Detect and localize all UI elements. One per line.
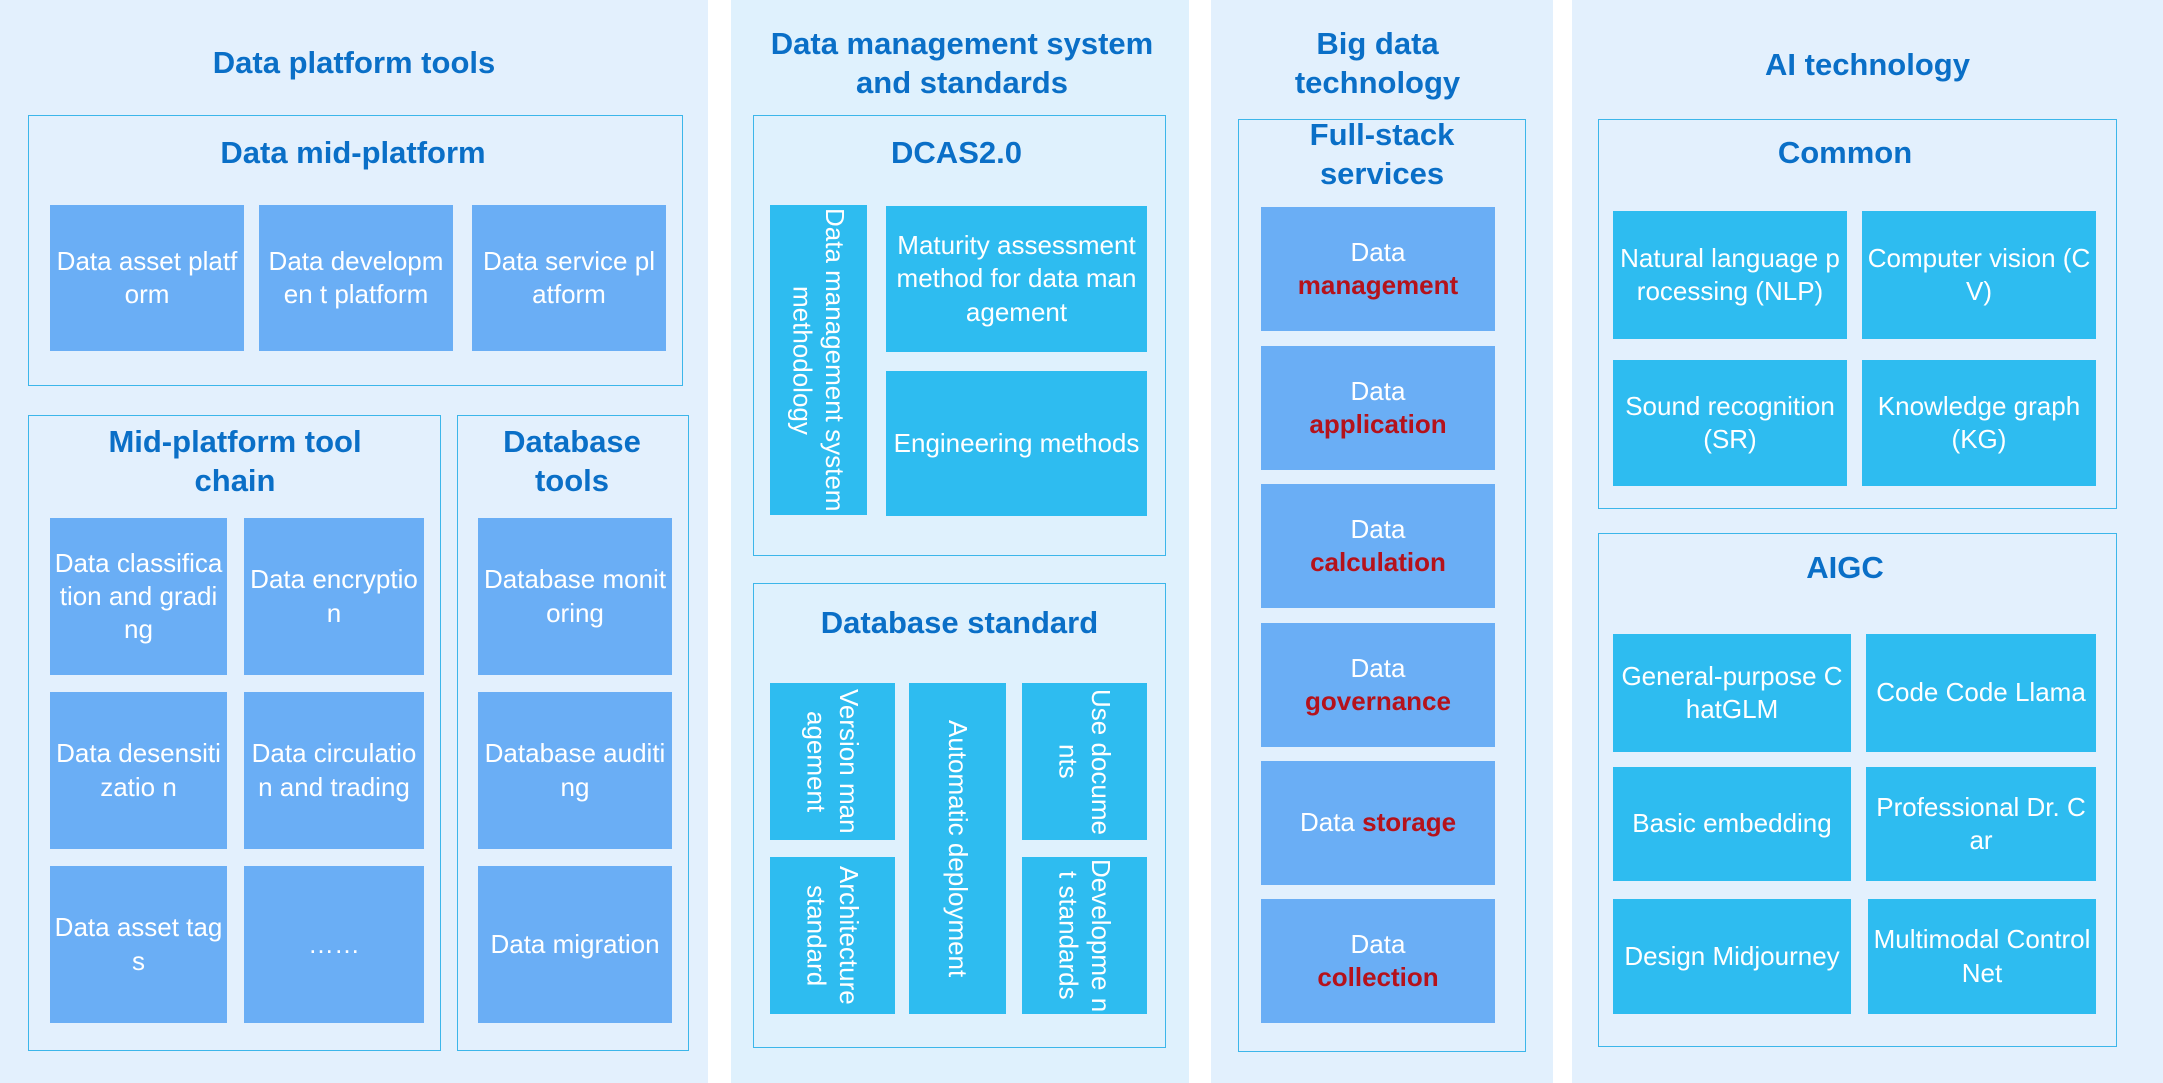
basic-embedding-box: Basic embedding (1613, 767, 1851, 881)
service-prefix: Data (1350, 652, 1406, 683)
architecture-standard-label: Architecture standard (801, 866, 865, 1005)
maturity-assessment-box: Maturity assessment method for data mana… (886, 206, 1147, 352)
nlp-box: Natural language processing (NLP) (1613, 211, 1847, 339)
service-highlight-calculation: calculation (1310, 547, 1446, 577)
code-llama-box: Code Code Llama (1866, 634, 2096, 752)
automatic-deployment-box: Automatic deployment (909, 683, 1006, 1014)
column-title-big-data: Big data technology (1294, 26, 1461, 100)
service-prefix: Data (1350, 928, 1406, 959)
aigc-frame (1598, 533, 2117, 1047)
database-monitoring-box: Database monitoring (478, 518, 672, 675)
development-standards-label: Developme nt standards (1053, 858, 1117, 1013)
service-highlight-governance: governance (1305, 686, 1451, 716)
sound-recognition-box: Sound recognition (SR) (1613, 360, 1847, 486)
data-storage-service-box: Data storage (1261, 761, 1495, 885)
data-desensitization-box: Data desensitizatio n (50, 692, 227, 849)
data-calculation-service-box: Data calculation (1261, 484, 1495, 608)
dcas-title: DCAS2.0 (891, 134, 1022, 170)
design-midjourney-box: Design Midjourney (1613, 899, 1851, 1014)
engineering-methods-box: Engineering methods (886, 371, 1147, 516)
architecture-standard-box: Architecture standard (770, 857, 895, 1014)
service-prefix: Data (1350, 513, 1406, 544)
data-development-platform-box: Data developmen t platform (259, 205, 453, 351)
professional-dr-car-box: Professional Dr. Car (1866, 767, 2096, 881)
mid-platform-tool-chain-frame (28, 415, 441, 1051)
data-mid-platform-frame (28, 115, 683, 386)
full-stack-frame (1238, 119, 1526, 1052)
column-title-data-management: Data management system and standards (770, 26, 1154, 100)
data-management-system-methodology-box: Data management system methodology (770, 205, 867, 515)
data-service-platform-box: Data service platform (472, 205, 666, 351)
data-circulation-box: Data circulation and trading (244, 692, 424, 849)
column-title-ai: AI technology (1765, 46, 1970, 82)
service-prefix: Data (1299, 807, 1355, 838)
data-classification-box: Data classification and grading (50, 518, 227, 675)
general-purpose-chatglm-box: General-purpose ChatGLM (1613, 634, 1851, 752)
full-stack-title: Full-stack services (1309, 117, 1455, 191)
database-tools-title: Database tools (503, 424, 641, 498)
service-prefix: Data (1350, 236, 1406, 267)
service-highlight-collection: collection (1317, 962, 1439, 992)
version-management-label: Version management (801, 689, 865, 834)
data-management-service-box: Data management (1261, 207, 1495, 331)
aigc-title: AIGC (1806, 549, 1884, 585)
data-governance-service-box: Data governance (1261, 623, 1495, 747)
data-application-service-box: Data application (1261, 346, 1495, 470)
development-standards-box: Developme nt standards (1022, 857, 1147, 1014)
dcas-frame (753, 115, 1166, 556)
data-collection-service-box: Data collection (1261, 899, 1495, 1023)
service-highlight-storage: storage (1362, 807, 1457, 838)
service-highlight-management: management (1297, 270, 1459, 300)
multimodal-controlnet-box: Multimodal ControlNet (1868, 899, 2096, 1014)
data-asset-tags-box: Data asset tags (50, 866, 227, 1023)
use-documents-label: Use documents (1053, 688, 1117, 835)
methodology-label: Data management system methodology (787, 208, 851, 512)
tool-chain-title: Mid-platform tool chain (108, 424, 362, 498)
data-migration-box: Data migration (478, 866, 672, 1023)
common-frame (1598, 119, 2117, 509)
version-management-box: Version management (770, 683, 895, 840)
data-asset-platform-box: Data asset platform (50, 205, 244, 351)
data-mid-platform-title: Data mid-platform (220, 134, 486, 170)
common-title: Common (1777, 134, 1913, 170)
database-standard-title: Database standard (820, 604, 1099, 640)
service-highlight-application: application (1309, 409, 1447, 439)
data-encryption-box: Data encryption (244, 518, 424, 675)
knowledge-graph-box: Knowledge graph (KG) (1862, 360, 2096, 486)
ellipsis-box: …… (244, 866, 424, 1023)
database-tools-frame (457, 415, 689, 1051)
use-documents-box: Use documents (1022, 683, 1147, 840)
automatic-deployment-label: Automatic deployment (942, 719, 973, 978)
service-prefix: Data (1350, 375, 1406, 406)
column-title-data-platform: Data platform tools (212, 44, 496, 80)
computer-vision-box: Computer vision (CV) (1862, 211, 2096, 339)
database-standard-frame (753, 583, 1166, 1048)
database-auditing-box: Database auditing (478, 692, 672, 849)
